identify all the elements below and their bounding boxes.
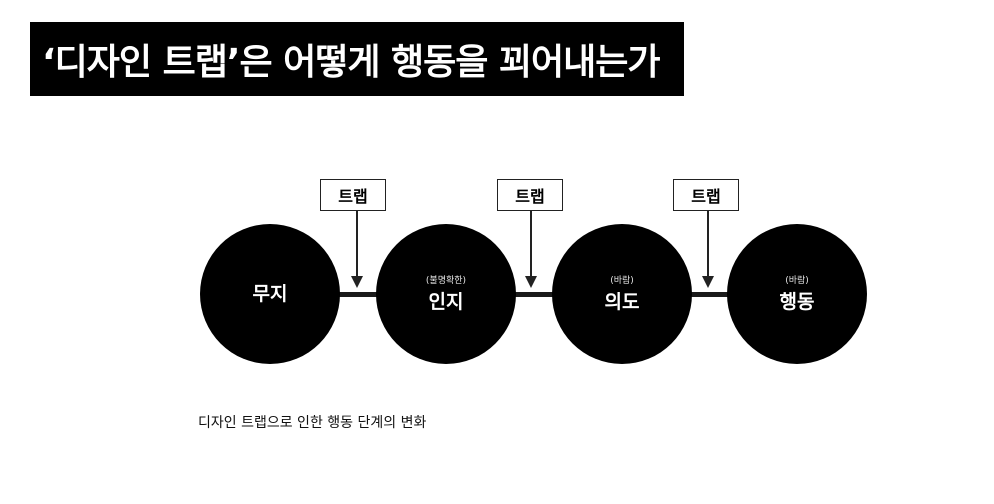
stage-label: 인지 <box>428 290 464 313</box>
stage-sublabel: (바람) <box>785 275 809 286</box>
trap-box-1: 트랩 <box>320 179 386 211</box>
trap-box-3: 트랩 <box>673 179 739 211</box>
stage-label: 행동 <box>779 290 815 313</box>
trap-box-2: 트랩 <box>497 179 563 211</box>
page-title: ‘디자인 트랩’은 어떻게 행동을 꾀어내는가 <box>42 42 661 83</box>
connector-line-1 <box>335 292 380 297</box>
stage-circle-action: (바람) 행동 <box>727 224 867 364</box>
arrow-down-icon <box>525 276 537 288</box>
trap-arrow-line-2 <box>530 211 532 278</box>
trap-arrow-line-3 <box>707 211 709 278</box>
diagram-caption: 디자인 트랩으로 인한 행동 단계의 변화 <box>198 415 427 431</box>
connector-line-2 <box>512 292 557 297</box>
arrow-down-icon <box>702 276 714 288</box>
stage-circle-awareness: (불명확한) 인지 <box>376 224 516 364</box>
trap-arrow-line-1 <box>356 211 358 278</box>
stage-circle-intention: (바람) 의도 <box>552 224 692 364</box>
stage-label: 의도 <box>604 290 640 313</box>
title-banner: ‘디자인 트랩’은 어떻게 행동을 꾀어내는가 <box>30 22 684 96</box>
stage-label: 무지 <box>252 283 288 305</box>
stage-sublabel: (바람) <box>610 275 634 286</box>
connector-line-3 <box>688 292 733 297</box>
stage-circle-ignorance: 무지 <box>200 224 340 364</box>
stage-sublabel: (불명확한) <box>425 275 467 286</box>
arrow-down-icon <box>351 276 363 288</box>
